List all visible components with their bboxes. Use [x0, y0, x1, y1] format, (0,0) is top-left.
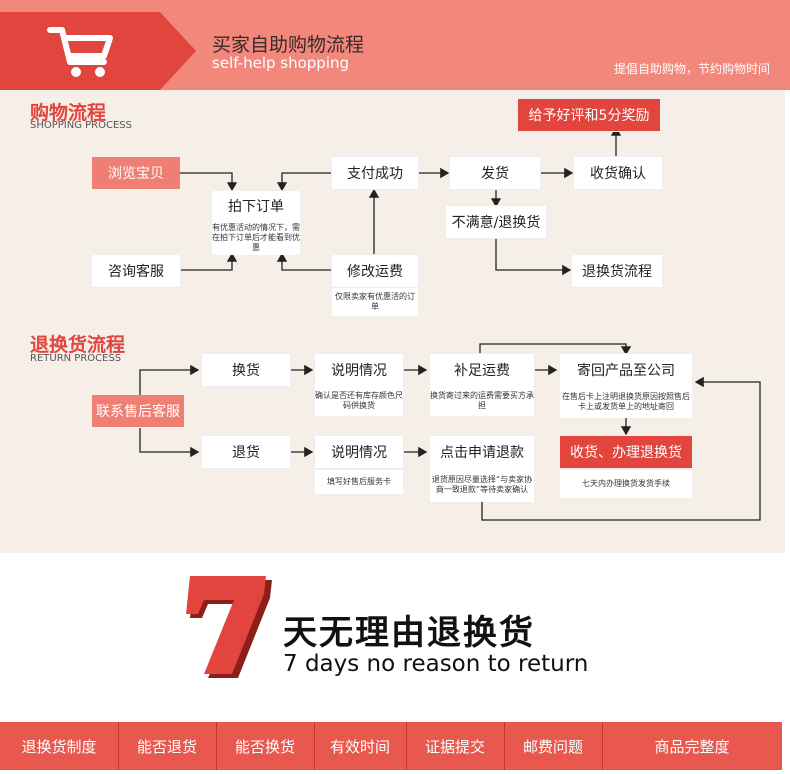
step-ship: 发货: [450, 157, 540, 189]
shopping-cart-icon: [47, 27, 113, 77]
header-arrow: [160, 12, 196, 90]
order-note: 有优惠活动的情况下，需在拍下订单后才能看到优惠: [212, 221, 300, 255]
header-title: 买家自助购物流程: [212, 34, 365, 56]
header-subtitle: self-help shopping: [212, 54, 350, 72]
step-explain-refund: 说明情况: [315, 436, 403, 468]
tab-postage[interactable]: 邮费问题: [504, 722, 603, 770]
explain-exchange-note: 确认是否还有库存颜色尺码供换货: [315, 386, 403, 416]
tab-completeness[interactable]: 商品完整度: [654, 737, 730, 756]
step-supplement-shipping: 补足运费: [430, 354, 534, 386]
seven-days-subtitle: 7 days no reason to return: [283, 651, 589, 677]
policy-tab-bar: 退换货制度 能否退货 能否换货 有效时间 证据提交 邮费问题 商品完整度: [0, 722, 782, 770]
send-back-note: 在售后卡上注明退换货原因按照售后卡上或发货单上的地址寄回: [560, 386, 692, 418]
step-apply-refund: 点击申请退款: [430, 436, 534, 468]
return-section-title: 退换货流程: [30, 334, 126, 356]
return-section-subtitle: RETURN PROCESS: [30, 353, 122, 364]
step-send-back: 寄回产品至公司: [560, 354, 692, 386]
step-consult: 咨询客服: [92, 255, 180, 287]
step-contact-service: 联系售后客服: [92, 395, 184, 427]
step-unhappy: 不满意/退换货: [446, 206, 546, 238]
step-order: 拍下订单: [212, 191, 300, 221]
step-return-flow: 退换货流程: [572, 255, 662, 287]
step-confirm-receipt: 收货确认: [574, 157, 662, 189]
step-exchange: 换货: [202, 354, 290, 386]
shopping-section-title: 购物流程: [30, 102, 107, 124]
shopping-section-subtitle: SHOPPING PROCESS: [30, 120, 133, 131]
seven-days-title: 天无理由退换货: [283, 613, 535, 653]
step-refund: 退货: [202, 436, 290, 468]
tab-can-return[interactable]: 能否退货: [118, 722, 217, 770]
step-pay: 支付成功: [332, 157, 418, 189]
tab-valid-time[interactable]: 有效时间: [314, 722, 407, 770]
explain-refund-note: 填写好售后服务卡: [315, 470, 403, 494]
tab-evidence[interactable]: 证据提交: [406, 722, 505, 770]
cart-tab: [0, 12, 160, 90]
step-receive-process: 收货、办理退换货: [560, 436, 692, 468]
apply-refund-note: 退货原因尽量选择“与卖家协商一致退款”等待卖家确认: [430, 468, 534, 502]
tab-return-policy[interactable]: 退换货制度: [0, 722, 119, 770]
flow-connectors: [139, 126, 761, 521]
header-tip: 提倡自助购物，节约购物时间: [613, 62, 770, 76]
step-reward: 给予好评和5分奖励: [518, 99, 660, 131]
step-browse: 浏览宝贝: [92, 157, 180, 189]
step-explain-exchange: 说明情况: [315, 354, 403, 386]
seven-days-logo: [186, 576, 272, 678]
tab-can-exchange[interactable]: 能否换货: [216, 722, 315, 770]
modify-note: 仅限卖家有优惠活的订单: [332, 288, 418, 316]
header-banner: 买家自助购物流程 self-help shopping 提倡自助购物，节约购物时…: [0, 0, 790, 90]
step-modify-shipping: 修改运费: [332, 255, 418, 287]
receive-note: 七天内办理换货发货手续: [560, 470, 692, 498]
supplement-note: 换货寄过来的运费需要买方承担: [430, 386, 534, 416]
